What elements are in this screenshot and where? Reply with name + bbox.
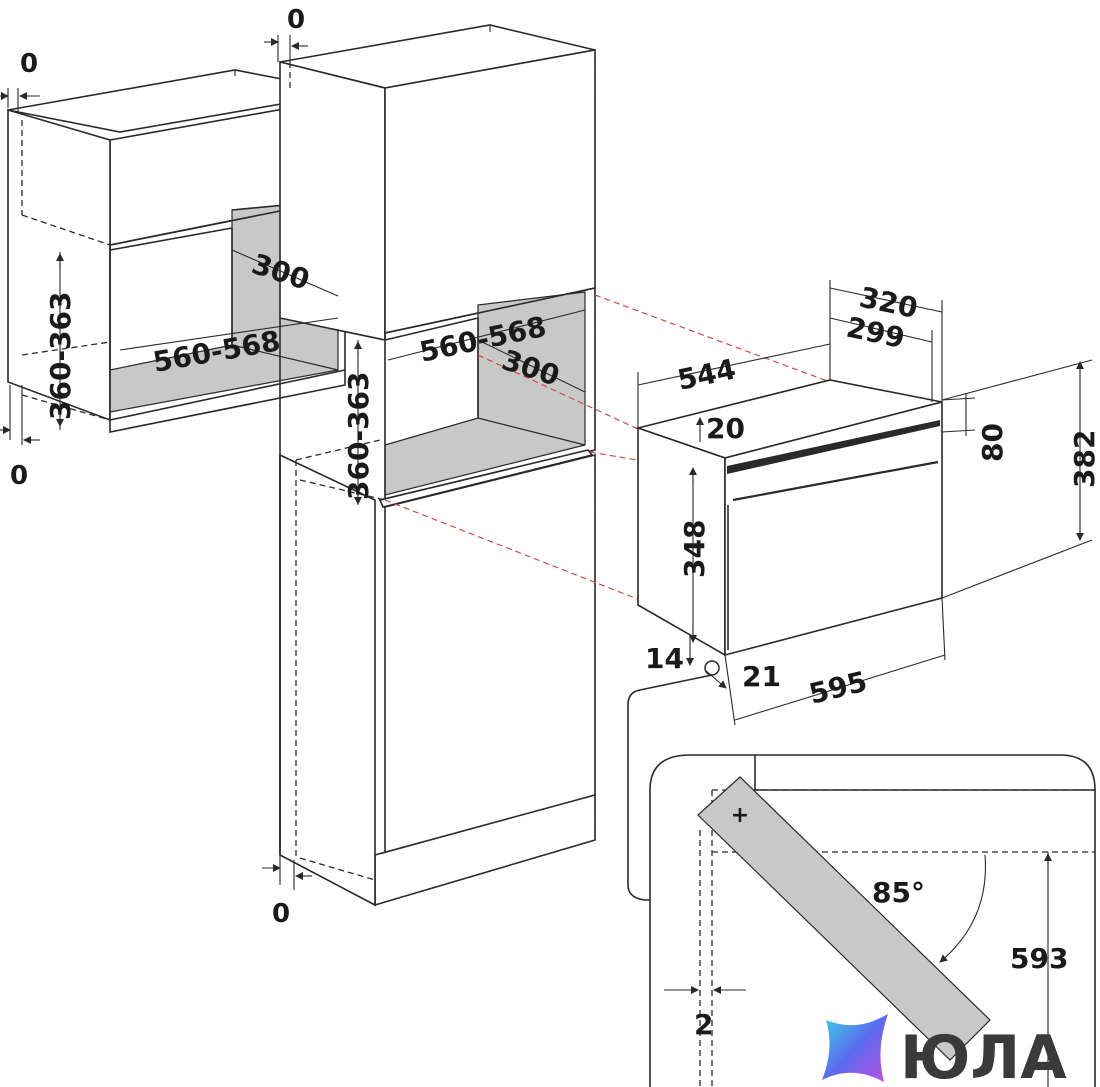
dim-appliance-bottom-offset: 14 <box>645 642 684 675</box>
dim-left-niche-height: 360-363 <box>44 291 77 420</box>
hinge-detail: + <box>627 674 1096 1087</box>
dim-appliance-body-height: 348 <box>678 520 711 578</box>
dim-appliance-top-offset: 20 <box>706 412 745 445</box>
detail-angle: 85° <box>872 876 925 909</box>
dim-appliance-front-width: 595 <box>806 665 871 711</box>
detail-door-height: 593 <box>1010 942 1068 975</box>
dim-bottom-left-gap: 0 <box>10 461 28 491</box>
brand-name: ЮЛА <box>900 1023 1067 1087</box>
pivot-mark: + <box>731 803 749 828</box>
dim-appliance-side-offset: 21 <box>742 660 781 693</box>
dimension-lines <box>0 35 1093 890</box>
dim-bottom-center-gap: 0 <box>272 899 290 929</box>
brand-watermark: ЮЛА <box>822 1014 1067 1087</box>
tall-cabinet <box>279 24 596 907</box>
reference-point-icon <box>704 660 720 676</box>
dim-center-niche-height: 360-363 <box>342 371 375 500</box>
detail-clearance: 2 <box>694 1008 713 1041</box>
dim-appliance-total-height: 382 <box>1068 430 1100 488</box>
dim-top-center-gap: 0 <box>287 5 305 35</box>
brand-logo-icon <box>822 1014 888 1082</box>
dim-appliance-body-width: 544 <box>675 352 739 396</box>
dim-appliance-panel-height: 80 <box>976 423 1009 462</box>
dim-top-left-gap: 0 <box>20 49 38 79</box>
